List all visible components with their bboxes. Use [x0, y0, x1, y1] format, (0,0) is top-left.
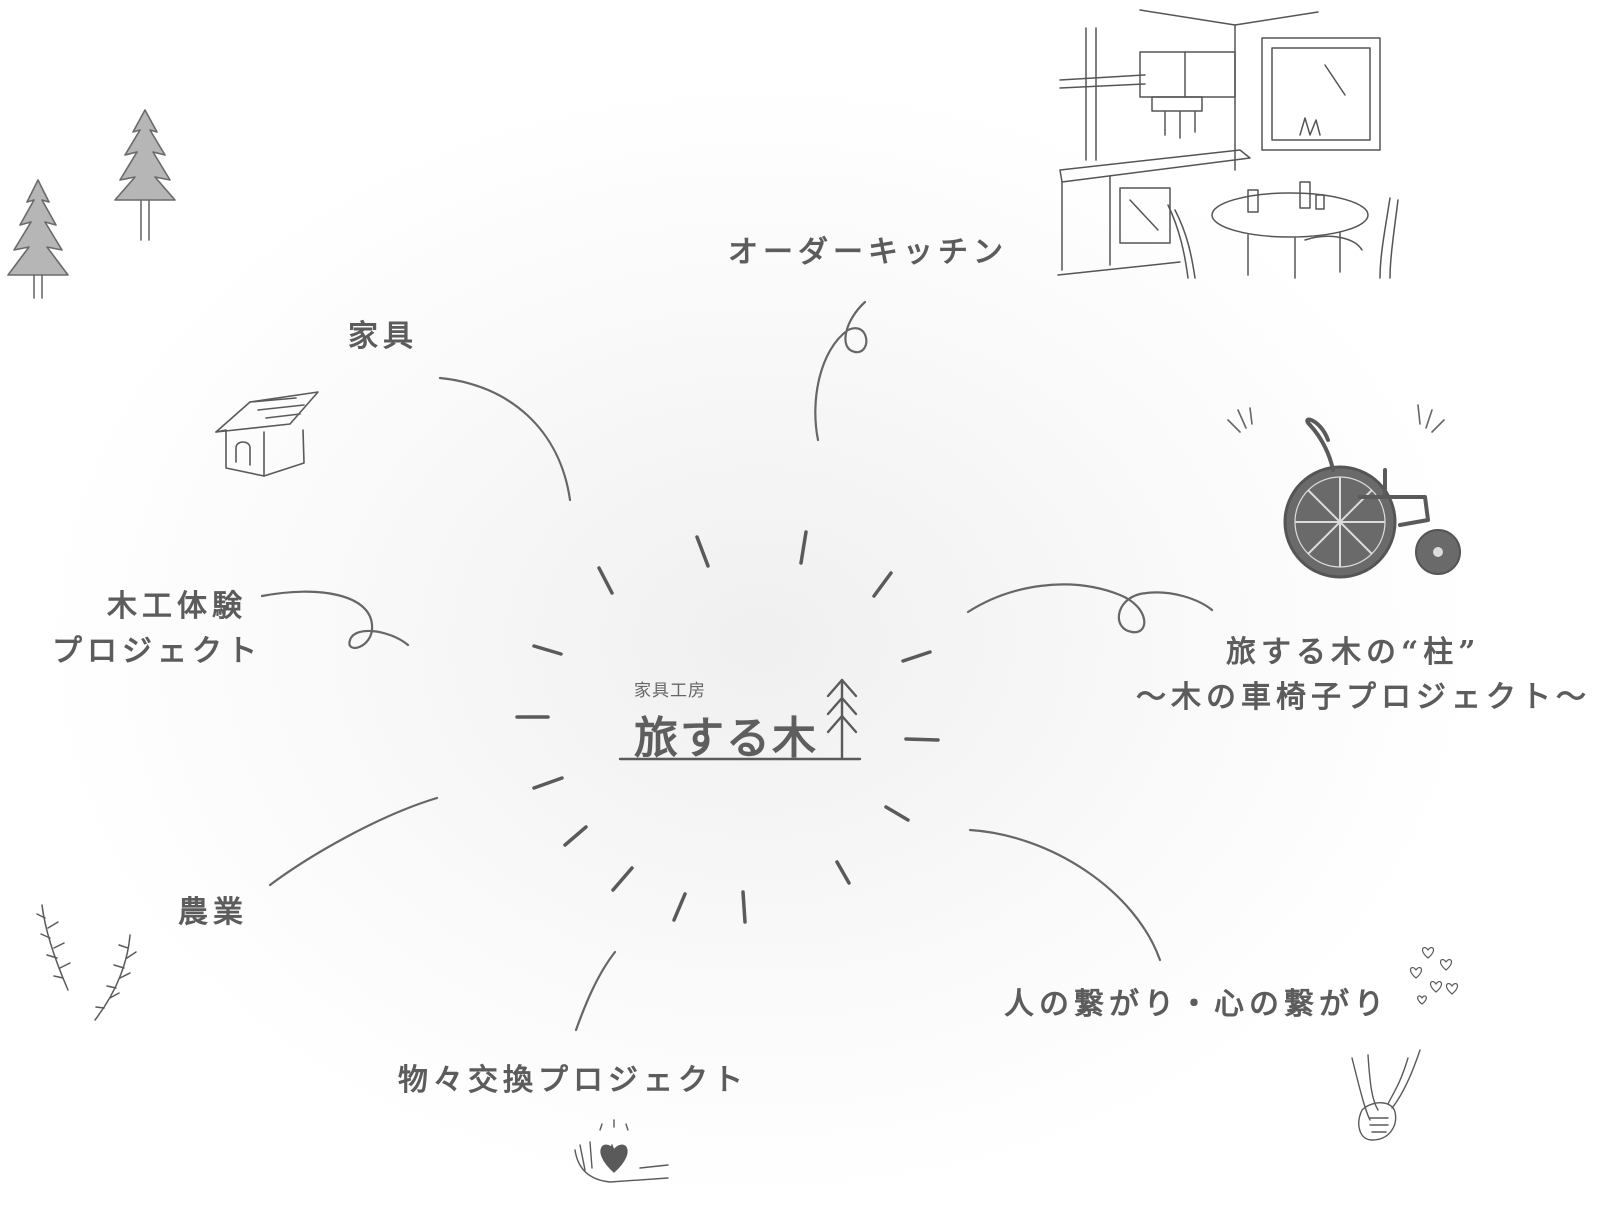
label-pillar-line1: 旅する木の“柱”: [1226, 635, 1481, 670]
connector-woodwork: [260, 590, 410, 649]
label-furniture: 家具: [348, 319, 418, 354]
connector-connections: [968, 828, 1162, 962]
dog-house-icon: [215, 391, 319, 477]
label-farming: 農業: [178, 895, 248, 930]
label-pillar-line2: 〜木の車椅子プロジェクト〜: [1136, 680, 1591, 715]
logo-subtitle: 家具工房: [634, 681, 706, 701]
label-woodwork: 木工体験 プロジェクト: [52, 584, 262, 674]
sprouts-icon: [36, 904, 137, 1021]
label-woodwork-line2: プロジェクト: [52, 634, 262, 669]
hearts-icon: [1409, 947, 1459, 1005]
connector-lines: [260, 300, 1214, 1032]
connector-furniture: [438, 376, 572, 502]
holding-hands-icon: [1351, 1049, 1421, 1141]
burst-rays: [515, 530, 940, 924]
logo-title: 旅する木: [634, 713, 818, 764]
hands-heart-icon: [574, 1119, 669, 1183]
small-tree-logo-icon: [618, 678, 862, 761]
label-connections: 人の繋がり・心の繋がり: [1004, 987, 1389, 1022]
label-pillar: 旅する木の“柱” 〜木の車椅子プロジェクト〜: [1136, 630, 1591, 720]
label-exchange: 物々交換プロジェクト: [398, 1063, 748, 1098]
label-order-kitchen: オーダーキッチン: [728, 235, 1008, 270]
wheelchair-icon: [1227, 404, 1461, 579]
label-woodwork-line1: 木工体験: [107, 589, 247, 624]
connector-exchange: [574, 950, 617, 1032]
kitchen-dining-icon: [1057, 9, 1399, 279]
connector-pillar: [966, 583, 1214, 634]
connector-farming: [268, 796, 439, 887]
pine-trees-icon: [7, 109, 176, 299]
connector-kitchen: [814, 300, 868, 442]
